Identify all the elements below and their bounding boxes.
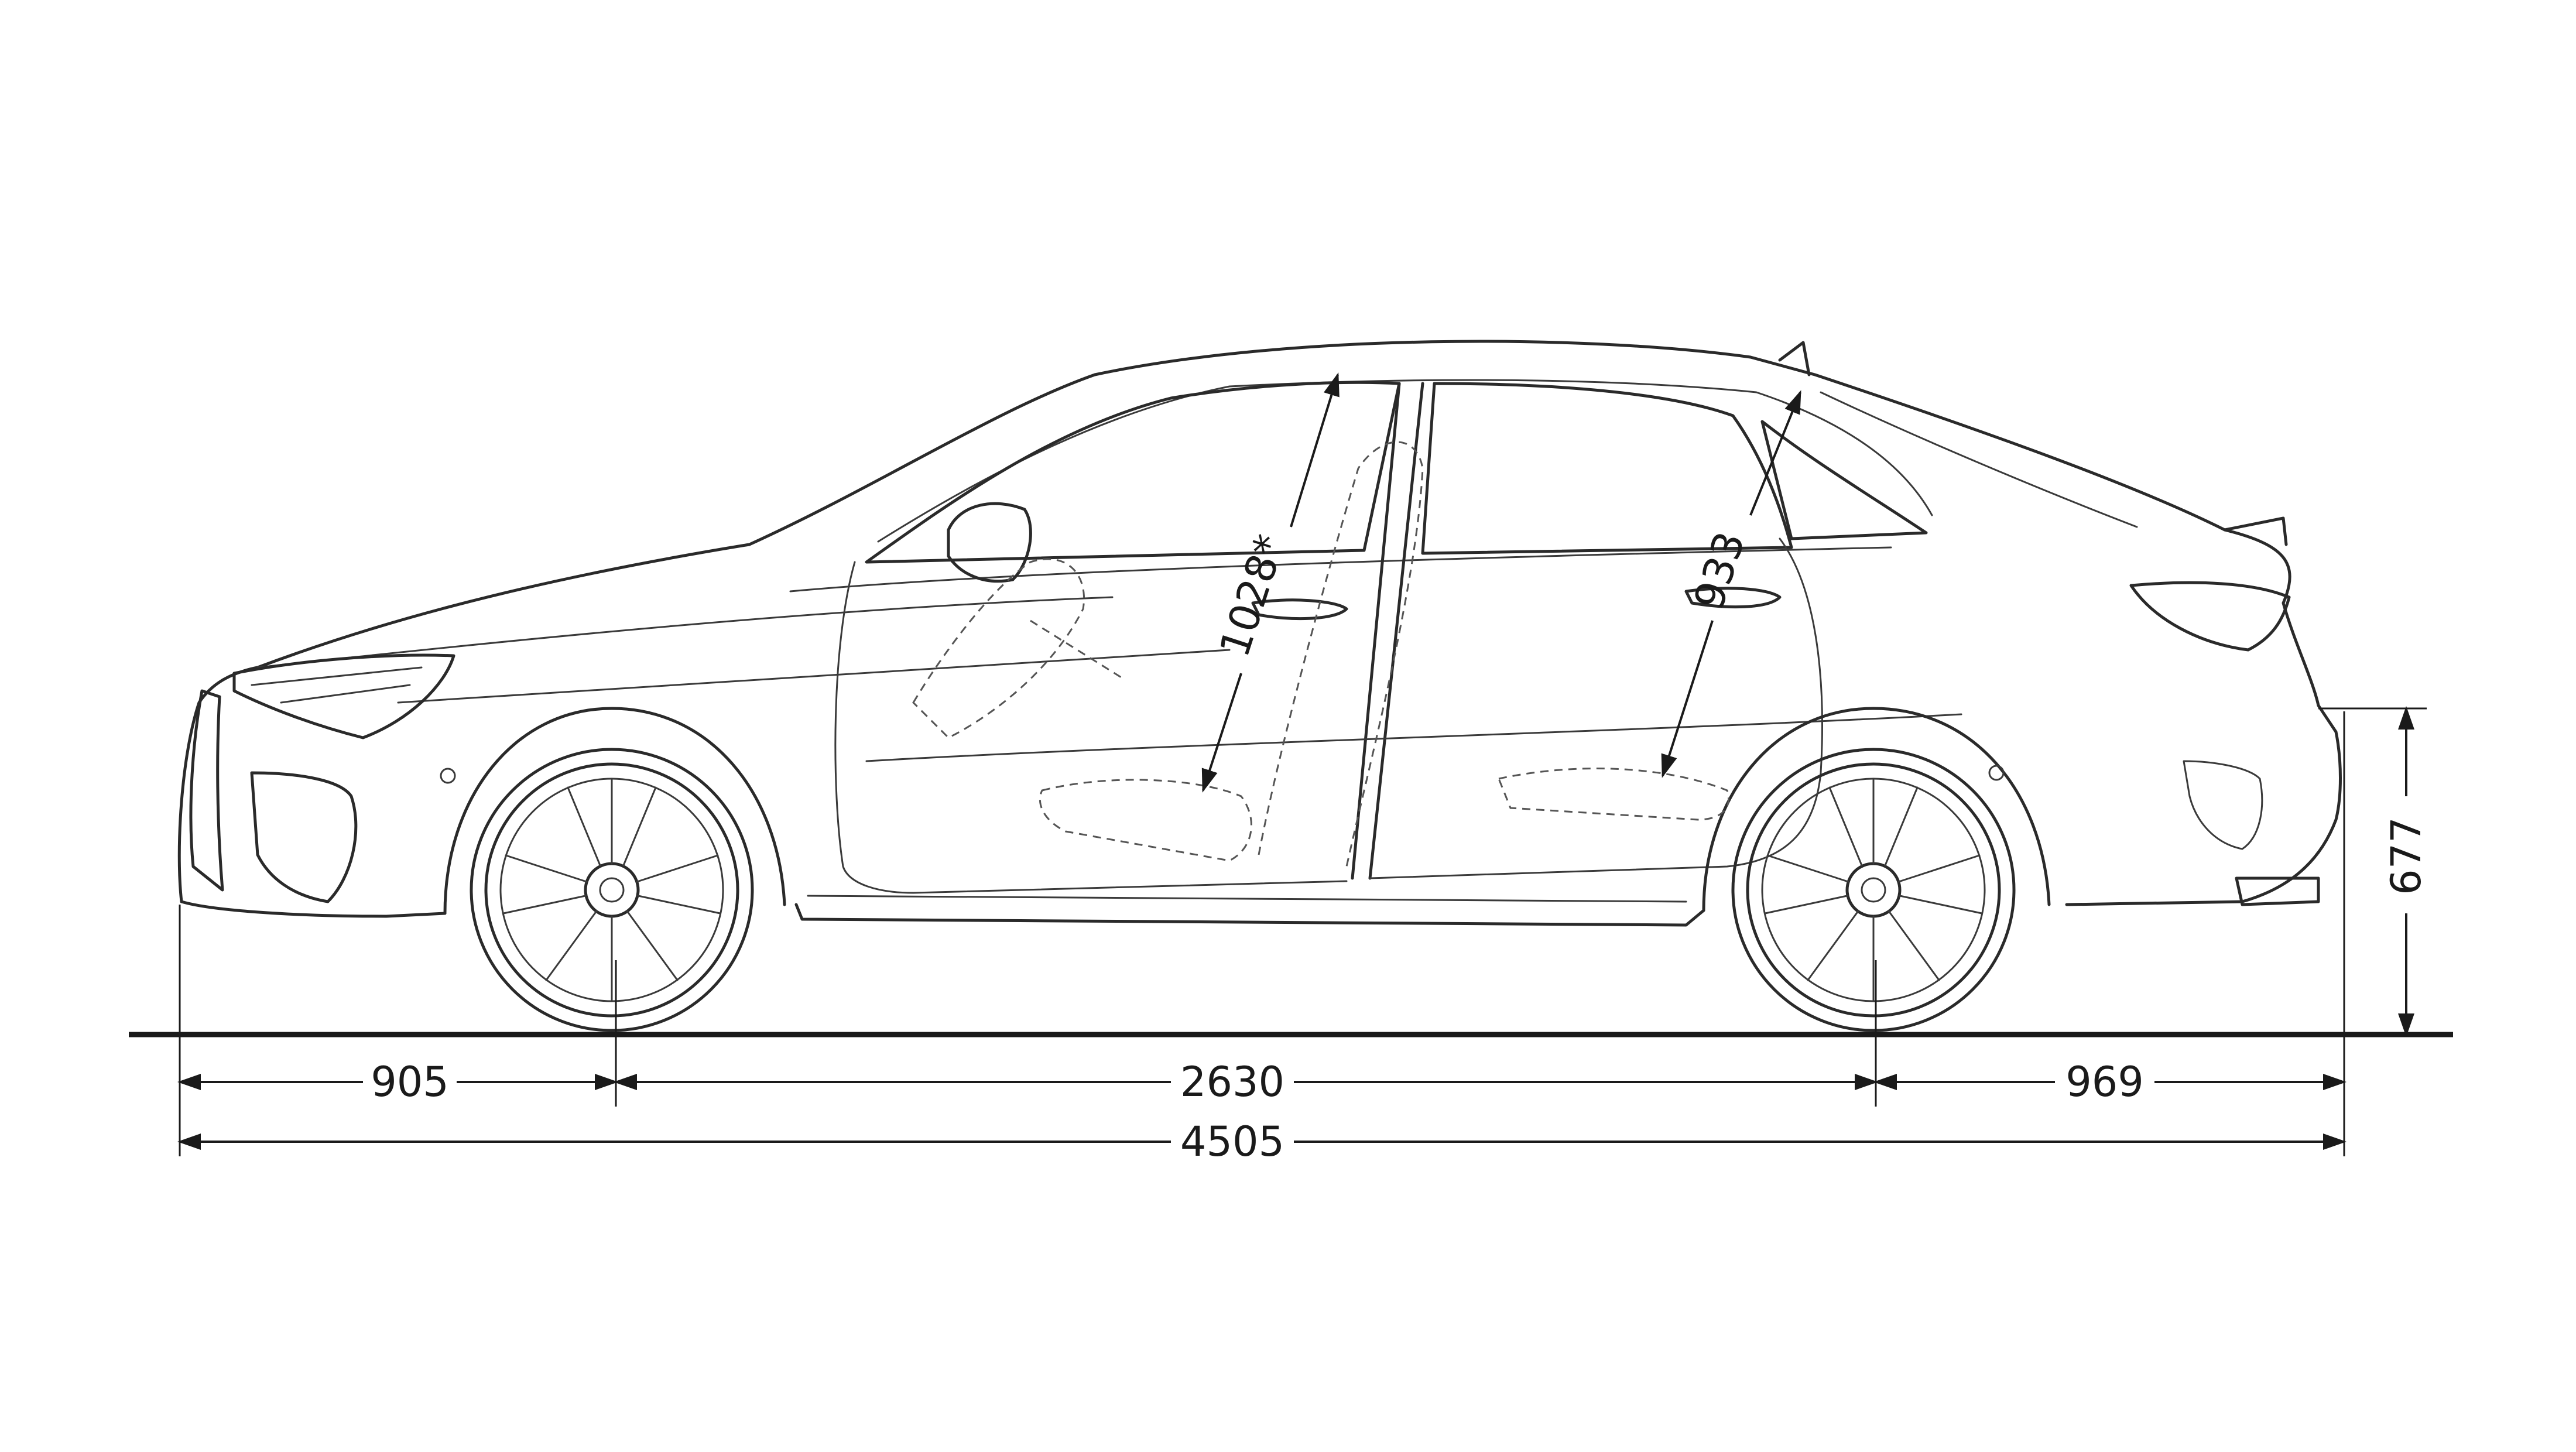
dimension-front-headroom: 1028* xyxy=(1201,372,1340,793)
car-body-outline xyxy=(177,340,2342,927)
front-headroom-label: 1028* xyxy=(1210,529,1294,663)
dimension-overall-length: 4505 xyxy=(177,1118,2347,1166)
dimension-wheelbase: 2630 xyxy=(614,1058,1878,1106)
rear-height-label: 677 xyxy=(2382,817,2430,895)
dimension-front-overhang: 905 xyxy=(177,1058,618,1106)
rear-overhang-label: 969 xyxy=(2065,1058,2144,1106)
seat-outlines xyxy=(912,441,1729,867)
rear-headroom-label: 933 xyxy=(1685,526,1755,615)
front-overhang-label: 905 xyxy=(371,1058,449,1106)
dimension-rear-height: 677 xyxy=(2382,706,2430,1037)
overall-length-label: 4505 xyxy=(1180,1118,1284,1166)
dimension-rear-headroom: 933 xyxy=(1661,390,1801,778)
rear-wheel xyxy=(1731,748,2016,1032)
dimension-rear-overhang: 969 xyxy=(1873,1058,2347,1106)
wheelbase-label: 2630 xyxy=(1180,1058,1284,1106)
front-wheel xyxy=(470,748,754,1032)
